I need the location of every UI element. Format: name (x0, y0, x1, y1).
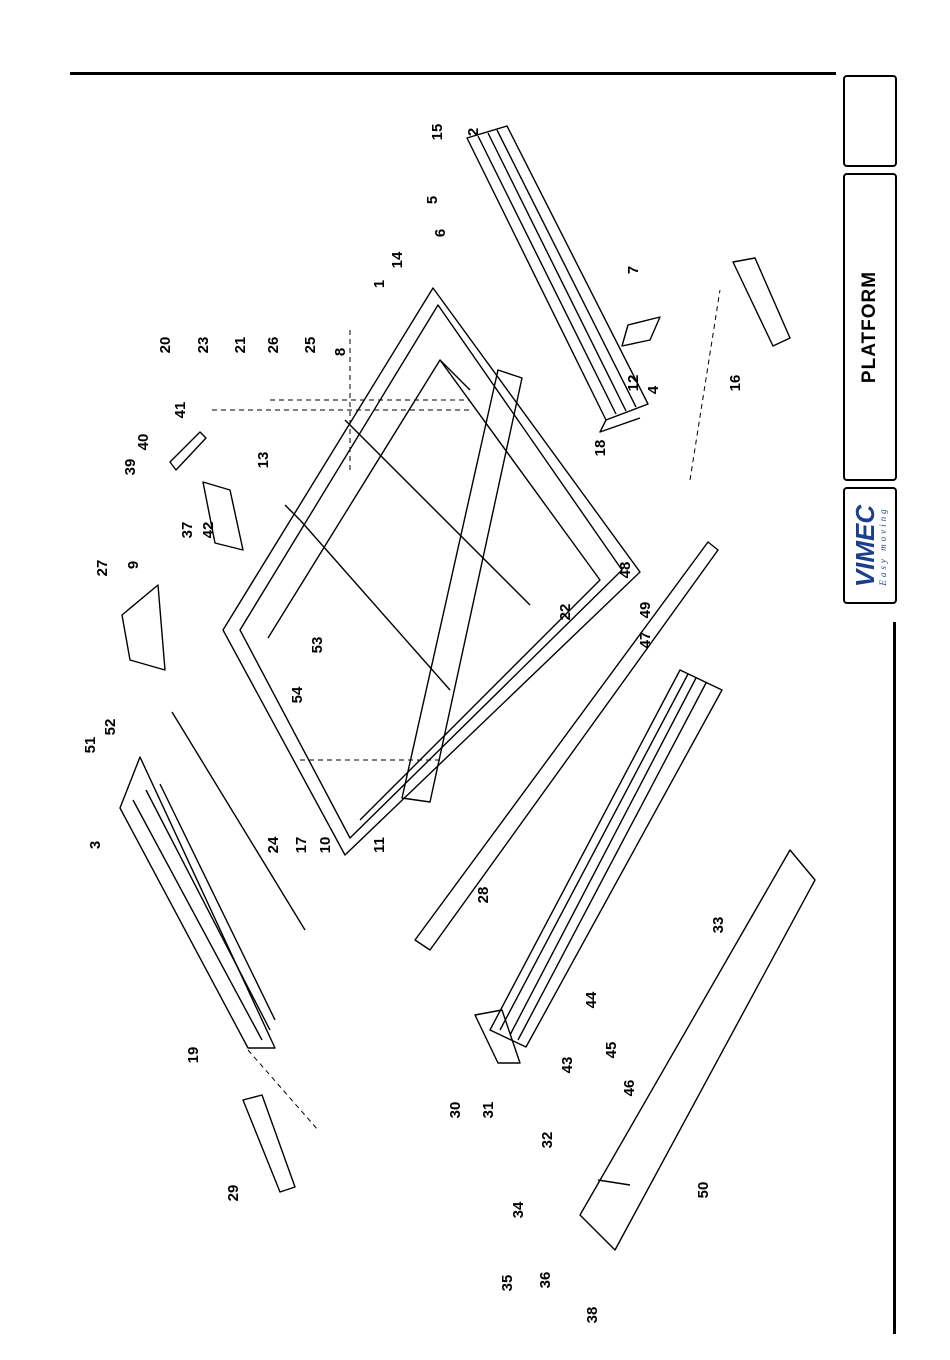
callout-24: 24 (265, 836, 282, 853)
cross-rail-part (402, 370, 522, 802)
assembly-leader-lines (212, 290, 720, 1130)
callout-20: 20 (157, 337, 174, 354)
callout-10: 10 (317, 837, 334, 854)
callout-11: 11 (371, 837, 388, 853)
callout-18: 18 (592, 440, 609, 457)
callout-44: 44 (583, 991, 600, 1008)
callout-36: 36 (537, 1272, 554, 1289)
callout-46: 46 (621, 1080, 638, 1097)
callout-4: 4 (645, 385, 662, 394)
callout-52: 52 (102, 719, 119, 736)
callout-6: 6 (432, 229, 449, 237)
callout-35: 35 (499, 1275, 516, 1292)
post-part-41 (170, 432, 206, 470)
ramp-part-7 (622, 317, 660, 346)
callout-45: 45 (603, 1042, 620, 1059)
callout-5: 5 (424, 196, 441, 204)
callout-32: 32 (539, 1132, 556, 1149)
callout-49: 49 (637, 602, 654, 619)
callout-38: 38 (584, 1307, 601, 1324)
callout-53: 53 (309, 637, 326, 654)
callout-33: 33 (710, 917, 727, 934)
callout-14: 14 (389, 251, 406, 268)
callout-54: 54 (289, 686, 306, 703)
callout-3: 3 (87, 841, 104, 849)
callout-42: 42 (200, 522, 217, 539)
callout-41: 41 (172, 402, 189, 419)
callout-31: 31 (480, 1102, 497, 1119)
callout-8: 8 (332, 348, 349, 356)
callout-1: 1 (371, 280, 388, 288)
callout-37: 37 (179, 522, 196, 539)
guard-part-30 (475, 1010, 520, 1063)
callout-15: 15 (429, 124, 446, 141)
callout-47: 47 (637, 632, 654, 649)
long-flap-part (490, 670, 722, 1047)
callout-50: 50 (695, 1182, 712, 1199)
callout-39: 39 (122, 459, 139, 476)
callout-16: 16 (727, 375, 744, 392)
callout-40: 40 (135, 434, 152, 451)
callout-43: 43 (559, 1057, 576, 1074)
callout-28: 28 (475, 887, 492, 904)
handle-part-9 (122, 585, 165, 670)
callout-25: 25 (302, 337, 319, 354)
callout-2: 2 (465, 128, 482, 136)
guard-part-29 (243, 1095, 295, 1192)
callout-17: 17 (293, 837, 310, 854)
callout-9: 9 (125, 561, 142, 569)
main-frame-part (223, 288, 640, 855)
callout-19: 19 (185, 1047, 202, 1064)
callout-22: 22 (557, 604, 574, 621)
callout-51: 51 (82, 737, 99, 754)
callout-27: 27 (94, 560, 111, 577)
callout-48: 48 (617, 562, 634, 579)
callout-23: 23 (195, 337, 212, 354)
callout-26: 26 (265, 337, 282, 354)
callout-7: 7 (625, 266, 642, 274)
callout-30: 30 (447, 1102, 464, 1119)
callout-34: 34 (510, 1201, 527, 1218)
handle-part-42 (203, 482, 243, 550)
bracket-part (733, 258, 790, 346)
callout-13: 13 (255, 452, 272, 469)
callout-29: 29 (225, 1185, 242, 1202)
callout-12: 12 (625, 375, 642, 392)
left-platform-part (120, 757, 275, 1048)
callout-21: 21 (232, 337, 249, 354)
